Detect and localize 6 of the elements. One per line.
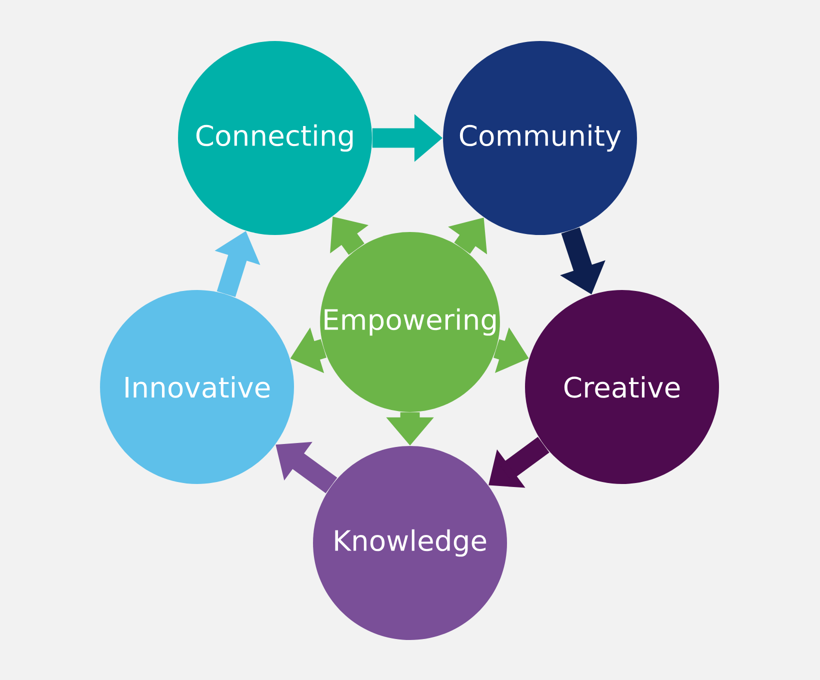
circle-node: Connecting	[178, 40, 372, 235]
circle-node: Empowering	[320, 232, 500, 412]
circle-node: Creative	[525, 290, 720, 484]
circle-node: Knowledge	[313, 446, 507, 640]
circle-node: Community	[443, 40, 638, 235]
circle-node: Innovative	[100, 290, 294, 484]
